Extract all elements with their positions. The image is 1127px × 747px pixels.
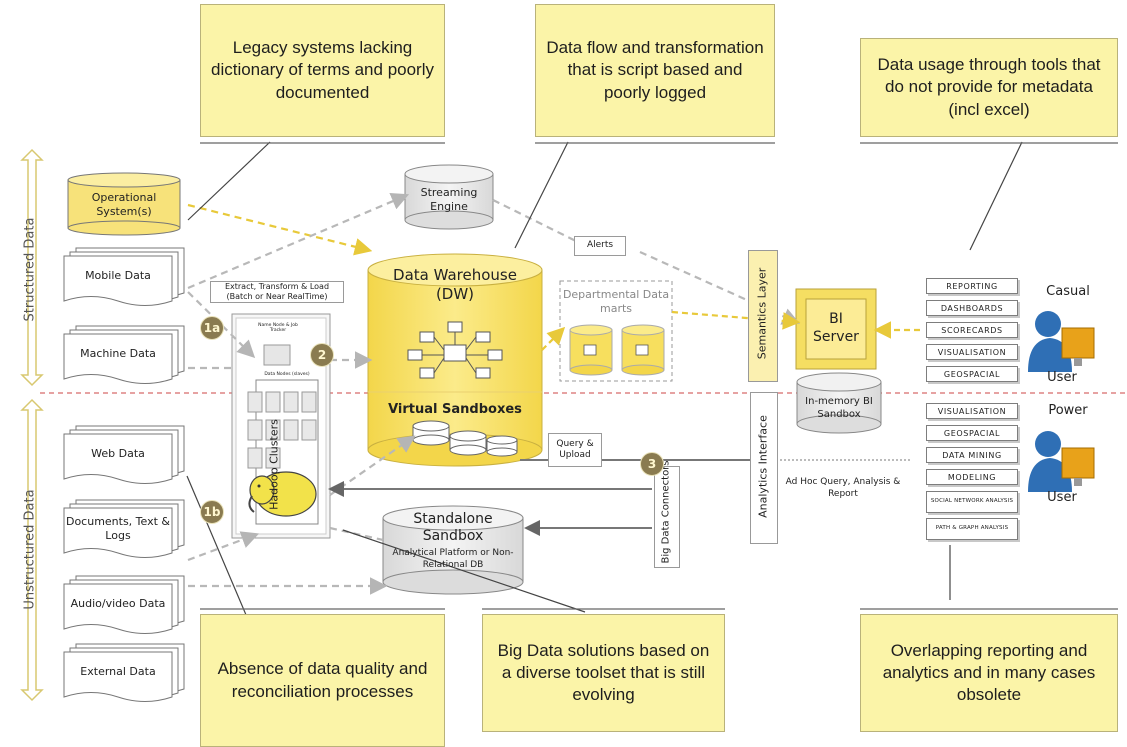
power-user-label: User: [1047, 490, 1077, 505]
callout-legacy: Legacy systems lacking dictionary of ter…: [200, 4, 445, 137]
callout-usage: Data usage through tools that do not pro…: [860, 38, 1118, 137]
big-data-connectors-label: Big Data Connectors: [660, 460, 672, 564]
streaming-engine-label: Streaming Engine: [420, 186, 478, 213]
power-title: Power: [1048, 403, 1088, 418]
departmental-marts-label: Departmental Data marts: [562, 288, 670, 315]
virtual-sandbox-icons: [412, 420, 518, 457]
web-data-label: Web Data: [91, 447, 145, 461]
power-item-path-graph: PATH & GRAPH ANALYSIS: [926, 518, 1018, 540]
dw-title: Data Warehouse (DW): [393, 266, 517, 303]
marker-2: 2: [310, 343, 334, 367]
casual-item-visualisation: VISUALISATION: [926, 344, 1018, 360]
unstructured-bracket: [20, 398, 44, 702]
analytics-interface-label: Analytics Interface: [756, 415, 770, 518]
structured-data-label: Structured Data: [22, 217, 38, 322]
machine-data-label: Machine Data: [80, 347, 156, 361]
audio-video-label: Audio/video Data: [70, 597, 166, 611]
data-nodes-label: Data Nodes (slaves): [264, 372, 310, 377]
adhoc-label: Ad Hoc Query, Analysis & Report: [785, 477, 901, 500]
marker-1b: 1b: [200, 500, 224, 524]
streaming-engine-cylinder: [404, 164, 494, 230]
casual-item-dashboards: DASHBOARDS: [926, 300, 1018, 316]
power-item-social-network: SOCIAL NETWORK ANALYSIS: [926, 491, 1018, 513]
casual-user-label: User: [1047, 370, 1077, 385]
callout-quality: Absence of data quality and reconciliati…: [200, 614, 445, 747]
bi-server-box: [795, 288, 877, 370]
standalone-cylinder: [382, 505, 524, 595]
standalone-title: Standalone Sandbox: [413, 511, 493, 544]
query-upload-label: Query & Upload: [548, 433, 602, 467]
marker-1a: 1a: [200, 316, 224, 340]
semantics-layer-bar: [748, 250, 778, 382]
alerts-label: Alerts: [574, 236, 626, 256]
operational-cylinder: [67, 172, 181, 236]
name-node-label: Name Node & Job Tracker: [258, 323, 298, 334]
power-user-figure: [1028, 431, 1095, 492]
big-data-connectors-bar: [654, 466, 680, 568]
documents-label: Documents, Text & Logs: [65, 515, 171, 542]
power-item-geospacial: GEOSPACIAL: [926, 425, 1018, 441]
operational-system-label: Operational System(s): [91, 191, 157, 218]
power-item-modeling: MODELING: [926, 469, 1018, 485]
power-item-visualisation: VISUALISATION: [926, 403, 1018, 419]
dw-network-icon: [407, 321, 503, 379]
callout-underlines: [200, 142, 1118, 610]
virtual-sandboxes-label: Virtual Sandboxes: [388, 402, 522, 417]
marker-3: 3: [640, 452, 664, 476]
external-data-label: External Data: [80, 665, 156, 679]
bi-server-label: BI Server: [813, 311, 859, 346]
casual-item-geospacial: GEOSPACIAL: [926, 366, 1018, 382]
analytics-interface-bar: [750, 392, 778, 544]
callout-overlap: Overlapping reporting and analytics and …: [860, 614, 1118, 732]
casual-item-scorecards: SCORECARDS: [926, 322, 1018, 338]
structured-bracket: [20, 148, 44, 387]
callout-bigdata: Big Data solutions based on a diverse to…: [482, 614, 725, 732]
unstructured-data-label: Unstructured Data: [22, 489, 38, 610]
hadoop-clusters-label: Hadoop Clusters: [267, 419, 281, 510]
mobile-data-label: Mobile Data: [85, 269, 151, 283]
etl-label: Extract, Transform & Load (Batch or Near…: [210, 281, 344, 303]
semantics-layer-label: Semantics Layer: [755, 267, 769, 360]
casual-title: Casual: [1046, 284, 1090, 299]
inmemory-sandbox-label: In-memory BI Sandbox: [805, 396, 873, 420]
callout-dataflow: Data flow and transformation that is scr…: [535, 4, 775, 137]
power-item-data-mining: DATA MINING: [926, 447, 1018, 463]
casual-user-figure: [1028, 311, 1095, 372]
inmemory-cylinder: [796, 372, 882, 434]
casual-item-reporting: REPORTING: [926, 278, 1018, 294]
data-mart-cylinders: [569, 324, 665, 376]
standalone-sub: Analytical Platform or Non-Relational DB: [392, 548, 514, 570]
source-documents: [63, 247, 185, 702]
